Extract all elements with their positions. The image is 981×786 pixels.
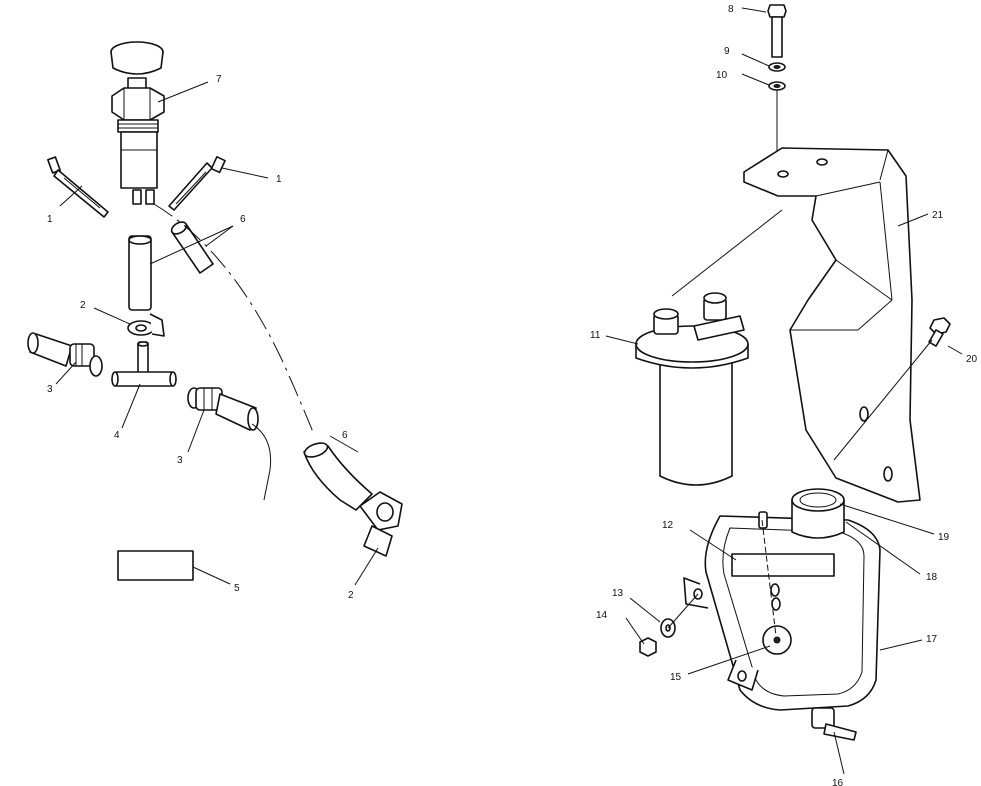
callout-13: 13 xyxy=(612,588,624,599)
callout-2: 2 xyxy=(80,300,86,311)
hose-short xyxy=(128,235,152,311)
callout-3: 3 xyxy=(47,384,53,395)
reservoir-tank xyxy=(683,515,881,741)
washer xyxy=(768,62,786,72)
tank-label-panel xyxy=(731,553,835,577)
callout-17: 17 xyxy=(926,634,938,645)
connector-wire xyxy=(251,423,272,501)
callout-9: 9 xyxy=(724,46,730,57)
fuel-filter xyxy=(635,292,749,486)
callout-5: 5 xyxy=(234,583,240,594)
callout-20: 20 xyxy=(966,354,978,365)
callout-21: 21 xyxy=(932,210,944,221)
callout-12: 12 xyxy=(662,520,674,531)
decal-label xyxy=(117,550,194,581)
callout-15: 15 xyxy=(670,672,682,683)
sender-axis xyxy=(761,519,777,637)
nut-washer xyxy=(639,618,676,657)
fuel-line-path xyxy=(153,203,314,433)
fuel-connector-right xyxy=(187,387,259,431)
callout-6: 6 xyxy=(342,430,348,441)
filler-neck xyxy=(791,488,845,539)
callout-14: 14 xyxy=(596,610,608,621)
mounting-bracket xyxy=(743,147,921,503)
cable-tie-left xyxy=(47,156,109,218)
hose-angled xyxy=(170,221,214,274)
callout-19: 19 xyxy=(938,532,950,543)
washer-axis xyxy=(667,593,699,629)
callout-2: 2 xyxy=(348,590,354,601)
callout-10: 10 xyxy=(716,70,728,81)
lock-washer xyxy=(768,81,786,91)
callout-8: 8 xyxy=(728,4,734,15)
callout-11: 11 xyxy=(590,330,601,341)
callout-1: 1 xyxy=(276,174,282,185)
bolt xyxy=(767,4,787,58)
hose-clamp-upper xyxy=(127,313,165,337)
bracket-bolt-axis xyxy=(833,339,933,461)
hose-clamp-lower xyxy=(359,491,403,557)
callout-6: 6 xyxy=(240,214,246,225)
primer-pump xyxy=(110,41,165,205)
callout-7: 7 xyxy=(216,74,222,85)
callout-3: 3 xyxy=(177,455,183,466)
leader-lines xyxy=(55,7,963,775)
level-sender xyxy=(762,625,792,655)
callout-labels: 1 1 2 2 3 3 4 5 6 6 7 8 9 10 11 12 13 14… xyxy=(47,4,978,786)
fuel-connector-left xyxy=(27,332,103,377)
tee-fitting xyxy=(111,341,177,387)
callout-16: 16 xyxy=(832,778,844,786)
callout-18: 18 xyxy=(926,572,938,583)
cable-tie-right xyxy=(168,156,226,211)
callout-4: 4 xyxy=(114,430,120,441)
callout-1: 1 xyxy=(47,214,53,225)
hose-lower xyxy=(303,442,373,511)
bracket-bolt xyxy=(928,317,951,347)
